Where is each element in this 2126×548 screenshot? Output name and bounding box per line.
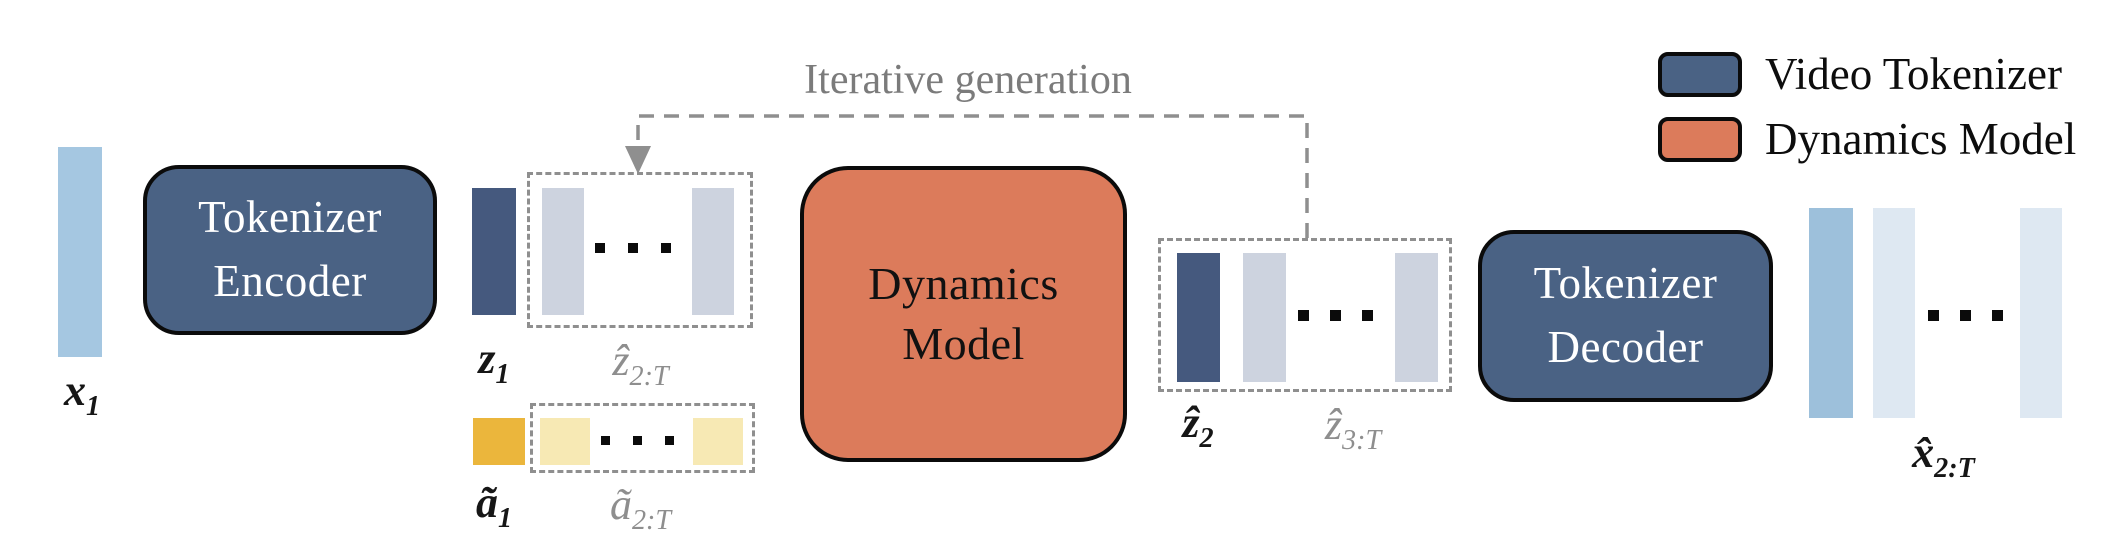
label-xhat-2T-main: x̂	[1912, 428, 1935, 477]
dynamics-model-line2: Model	[902, 318, 1025, 369]
label-x1-sub: 1	[85, 390, 101, 422]
tokenizer-decoder-line2: Decoder	[1547, 322, 1704, 372]
action-a1-square	[473, 418, 525, 465]
latent-placeholder-bar	[542, 188, 584, 315]
arrowhead-down-icon	[625, 146, 651, 174]
legend-swatch-dynamics-model	[1658, 117, 1742, 162]
ellipsis-dots	[601, 436, 674, 445]
loop-dashed-path	[636, 114, 1309, 238]
label-xhat-2T: x̂2:T	[1886, 428, 2001, 483]
input-frame-bar	[58, 147, 102, 357]
latent-placeholder-bar	[692, 188, 734, 315]
label-a-2T-main: ã	[609, 480, 632, 529]
iterative-generation-label: Iterative generation	[804, 57, 1132, 103]
label-a-2T-sub: 2:T	[631, 504, 672, 536]
label-zhat-2-sub: 2	[1199, 422, 1214, 454]
label-a-2T: ã2:T	[588, 480, 693, 535]
label-z1-sub: 1	[495, 358, 510, 390]
label-x1: x1	[52, 366, 112, 421]
ellipsis-dots	[1298, 310, 1373, 321]
label-a1-sub: 1	[497, 502, 513, 534]
tokenizer-encoder-block: Tokenizer Encoder	[143, 165, 437, 335]
tokenizer-decoder-line1: Tokenizer	[1533, 258, 1718, 309]
label-zhat-2T-sub: 2:T	[629, 360, 669, 392]
label-zhat-3T-main: ẑ	[1324, 400, 1342, 449]
label-a1-main: ã	[475, 478, 498, 527]
label-zhat-3T-sub: 3:T	[1342, 424, 1382, 456]
label-a1: ã1	[462, 478, 526, 533]
latent-zhat2-bar	[1177, 253, 1220, 382]
label-x1-main: x	[63, 366, 86, 415]
actions-a2T-dashed-box	[530, 403, 755, 473]
legend-label-video-tokenizer: Video Tokenizer	[1765, 49, 2062, 99]
latent-z1-bar	[472, 188, 516, 315]
label-zhat-2-main: ẑ	[1182, 398, 1200, 447]
label-z1-main: z	[478, 334, 496, 383]
legend-label-dynamics-model: Dynamics Model	[1765, 114, 2077, 164]
predicted-latents-zhat2T-dashed-box	[527, 172, 753, 328]
legend-row-dynamics-model: Dynamics Model	[1658, 117, 2076, 162]
output-frame-placeholder-bar	[2020, 208, 2062, 418]
label-xhat-2T-sub: 2:T	[1934, 452, 1975, 484]
latent-placeholder-bar	[1395, 253, 1438, 382]
label-zhat-2T-main: ẑ	[612, 336, 630, 385]
legend-swatch-video-tokenizer	[1658, 52, 1742, 97]
output-frame-bar	[1809, 208, 1853, 418]
label-zhat-2: ẑ2	[1168, 398, 1228, 453]
action-placeholder-square	[540, 418, 590, 465]
ellipsis-dots	[1928, 310, 2003, 321]
action-placeholder-square	[693, 418, 743, 465]
label-z1: z1	[466, 334, 522, 389]
generated-latents-dashed-box	[1158, 238, 1452, 392]
tokenizer-encoder-line1: Tokenizer	[198, 192, 382, 243]
tokenizer-decoder-block: Tokenizer Decoder	[1478, 230, 1773, 402]
latent-placeholder-bar	[1243, 253, 1286, 382]
dynamics-model-block: Dynamics Model	[800, 166, 1127, 462]
tokenizer-encoder-line2: Encoder	[213, 256, 367, 306]
label-zhat-2T: ẑ2:T	[588, 336, 693, 391]
ellipsis-dots	[595, 243, 671, 253]
dynamics-model-line1: Dynamics	[868, 258, 1059, 310]
legend-row-video-tokenizer: Video Tokenizer	[1658, 52, 2062, 97]
label-zhat-3T: ẑ3:T	[1298, 400, 1408, 455]
output-frame-placeholder-bar	[1873, 208, 1915, 418]
